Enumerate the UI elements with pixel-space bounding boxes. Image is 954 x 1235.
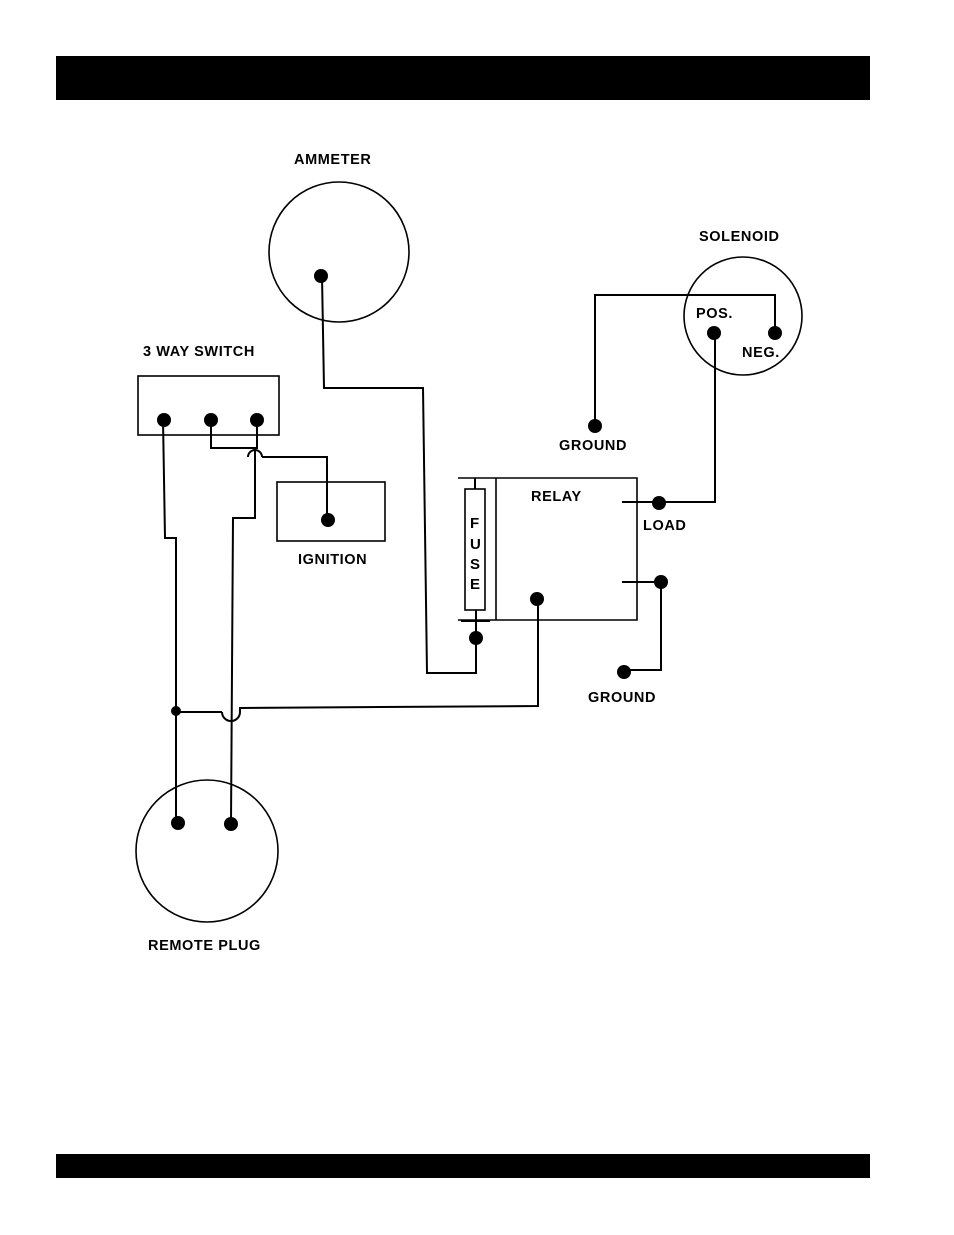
footer-bar	[56, 1154, 870, 1178]
wire-plug-to-relay-b	[240, 599, 538, 712]
relay-load-terminal	[652, 496, 666, 510]
ammeter-label: AMMETER	[294, 152, 372, 168]
solenoid-label: SOLENOID	[699, 229, 780, 245]
wire-switch-to-ignition	[262, 457, 327, 520]
ammeter-circle	[269, 182, 409, 322]
ground-bottom-terminal	[617, 665, 631, 679]
solenoid-pos-terminal	[707, 326, 721, 340]
relay-label: RELAY	[531, 489, 582, 505]
switch-terminal-1	[157, 413, 171, 427]
ammeter-terminal	[314, 269, 328, 283]
ignition-label: IGNITION	[298, 552, 367, 568]
remote-plug-terminal-2	[224, 817, 238, 831]
wire-junction	[171, 706, 181, 716]
three-way-switch-label: 3 WAY SWITCH	[143, 344, 255, 360]
solenoid-neg-terminal	[768, 326, 782, 340]
wire-solenoid-neg-to-ground	[595, 295, 775, 427]
wire-switch-bridge	[211, 419, 257, 448]
fuse-letter-u: U	[470, 536, 481, 553]
switch-terminal-2	[204, 413, 218, 427]
fuse-letter-f: F	[470, 515, 479, 532]
relay-coil-terminal	[530, 592, 544, 606]
ground-top-label: GROUND	[559, 438, 627, 454]
wire-ammeter-to-fuse	[322, 276, 476, 673]
ground-bottom-label: GROUND	[588, 690, 656, 706]
ignition-terminal	[321, 513, 335, 527]
solenoid-pos-label: POS.	[696, 306, 733, 322]
fuse-terminal	[469, 631, 483, 645]
remote-plug-label: REMOTE PLUG	[148, 938, 261, 954]
wire-solenoid-pos-to-load	[659, 333, 715, 502]
ground-top-terminal	[588, 419, 602, 433]
fuse-letter-s: S	[470, 556, 480, 573]
ignition-box	[277, 482, 385, 541]
wire-switch-to-plug-left	[163, 419, 176, 823]
remote-plug-terminal-1	[171, 816, 185, 830]
remote-plug-circle	[136, 780, 278, 922]
wire-switch-to-plug-right	[231, 448, 255, 823]
switch-terminal-3	[250, 413, 264, 427]
wire-relay-to-ground	[624, 582, 661, 670]
solenoid-neg-label: NEG.	[742, 345, 780, 361]
load-label: LOAD	[643, 518, 686, 534]
fuse-letter-e: E	[470, 576, 480, 593]
relay-ground-terminal	[654, 575, 668, 589]
